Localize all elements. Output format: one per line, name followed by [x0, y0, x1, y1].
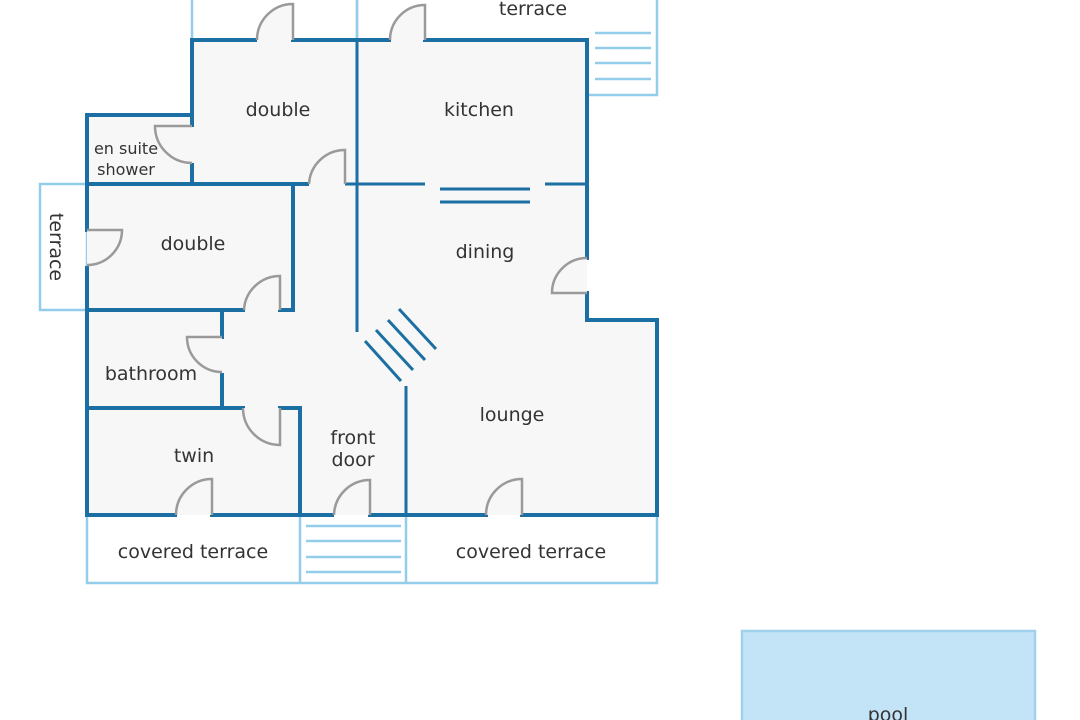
label-pool: pool [868, 704, 909, 720]
door-double-left-hall[interactable] [242, 274, 282, 311]
label-terrace-left: terrace [45, 213, 67, 281]
room-label-bathroom: bathroom [105, 363, 197, 385]
room-label-kitchen: kitchen [444, 99, 514, 121]
door-en-suite[interactable] [153, 124, 193, 165]
pool [740, 629, 1037, 720]
label-covered-terrace-right: covered terrace [456, 541, 606, 563]
interior-floor [87, 40, 657, 515]
room-label-shower: shower [97, 160, 155, 179]
room-label-door: door [331, 449, 374, 471]
room-label-lounge: lounge [480, 404, 545, 426]
exterior-outlines [38, 0, 659, 585]
door-dining[interactable] [550, 256, 588, 295]
label-covered-terrace-left: covered terrace [118, 541, 268, 563]
steps-front [306, 524, 401, 574]
steps-top-right [595, 31, 651, 81]
room-label-front: front [330, 427, 375, 449]
room-label-double-top: double [246, 99, 311, 121]
door-double-top-hall[interactable] [307, 148, 347, 185]
door-bathroom[interactable] [185, 335, 223, 374]
door-terrace-left[interactable] [86, 228, 124, 267]
walls [85, 38, 659, 517]
door-top-double[interactable] [255, 2, 295, 41]
stairs-diagonal [363, 307, 438, 383]
room-label-twin: twin [174, 445, 214, 467]
door-twin-hall[interactable] [241, 407, 282, 447]
door-twin-terrace[interactable] [174, 477, 214, 516]
doors [86, 2, 588, 516]
door-top-kitchen[interactable] [388, 3, 427, 41]
label-terrace-top: terrace [499, 0, 567, 20]
room-label-dining: dining [456, 241, 515, 263]
front-door[interactable] [332, 478, 372, 516]
door-lounge-terrace[interactable] [484, 477, 524, 516]
room-label-double-left: double [161, 233, 226, 255]
room-label-en-suite: en suite [94, 139, 158, 158]
